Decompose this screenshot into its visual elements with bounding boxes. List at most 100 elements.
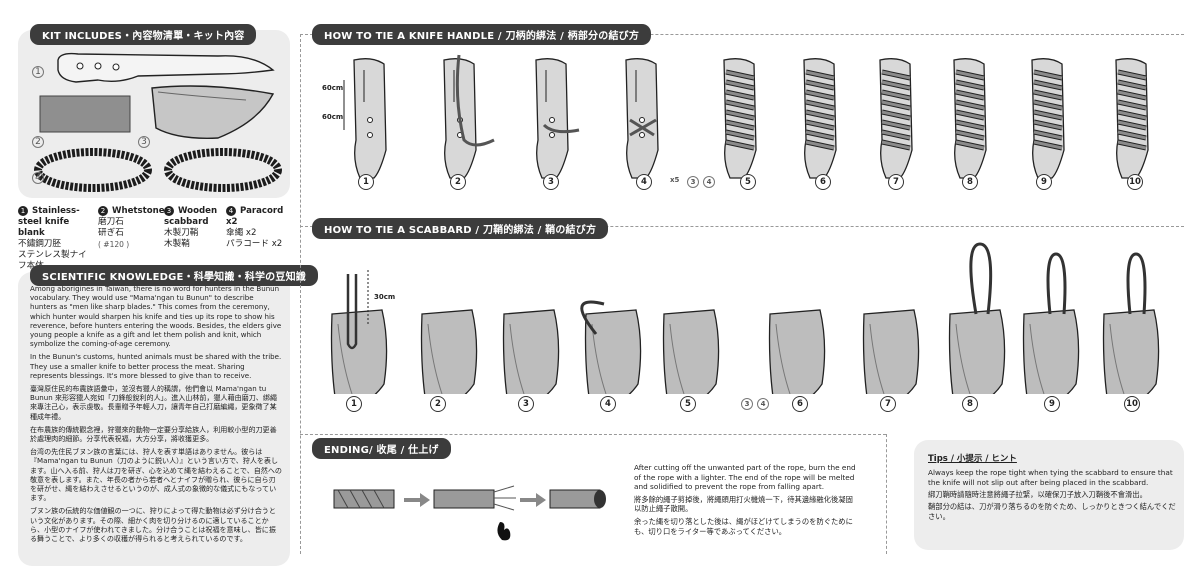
- scabbard-steps-illustration: [330, 242, 1160, 394]
- scabbard-step-number: 8: [962, 396, 978, 412]
- kit-number: 3: [138, 136, 150, 148]
- handle-step-graphic: [724, 59, 756, 178]
- repeat-label: x5: [670, 176, 680, 184]
- science-panel: Among aborigines in Taiwan, there is no …: [18, 272, 290, 566]
- item-name-zh: 傘繩 x2: [226, 228, 257, 238]
- kit-illustration: [34, 52, 282, 192]
- knife-blank-icon: [57, 52, 275, 83]
- item-number: 1: [18, 206, 28, 216]
- dimension-label: 30cm: [374, 293, 396, 301]
- scabbard-step-graphic: [502, 309, 560, 394]
- arrow-right-icon: [520, 493, 546, 507]
- item-number: 3: [164, 206, 174, 216]
- scabbard-icon: [151, 85, 275, 139]
- repeat-step-number: 3: [687, 176, 699, 188]
- item-name-en: Stainless-steel knife blank: [18, 206, 80, 238]
- ending-paragraph: 余った縄を切り落とした後は、縄がほどけてしまうのを防ぐためにも、切り口をライター…: [634, 516, 853, 536]
- scabbard-step-graphic: [584, 309, 642, 394]
- handle-step-graphic: [954, 59, 986, 178]
- handle-step-graphic: [880, 59, 912, 178]
- item-name-en: Whetstone: [112, 206, 165, 216]
- kit-number: 4: [32, 172, 44, 184]
- dimension-label: 60cm: [322, 84, 344, 92]
- tips-paragraph: Always keep the rope tight when tying th…: [928, 468, 1173, 487]
- divider: [886, 434, 887, 554]
- handle-step-number: 7: [888, 174, 904, 190]
- scabbard-step-number: 1: [346, 396, 362, 412]
- scabbard-header: HOW TO TIE A SCABBARD / 刀鞘的綁法 / 鞘の結び方: [312, 218, 609, 239]
- handle-step-graphic: [804, 59, 836, 178]
- tips-paragraph: 綁刀鞘時請隨時注意將繩子拉緊，以確保刀子放入刀鞘後不會滑出。: [928, 490, 1147, 499]
- divider: [300, 226, 1184, 227]
- kit-panel: 1 2 3 4: [18, 30, 290, 198]
- kit-number: 2: [32, 136, 44, 148]
- ending-illustration: [333, 485, 606, 541]
- repeat-step-number: 4: [703, 176, 715, 188]
- science-paragraph: Among aborigines in Taiwan, there is no …: [30, 284, 282, 349]
- kit-header: KIT INCLUDES・內容物清單・キット內容: [30, 24, 257, 45]
- dimension-label: 60cm: [322, 113, 344, 121]
- item-note: ( #120 ): [98, 240, 130, 249]
- scabbard-step-graphic: [330, 309, 388, 394]
- arrow-right-icon: [404, 493, 430, 507]
- scabbard-step-number: 7: [880, 396, 896, 412]
- divider: [300, 434, 886, 435]
- ending-header: ENDING/ 收尾 / 仕上げ: [312, 438, 451, 459]
- science-text: Among aborigines in Taiwan, there is no …: [30, 284, 282, 547]
- handle-header: HOW TO TIE A KNIFE HANDLE / 刀柄的綁法 / 柄部分の…: [312, 24, 652, 45]
- science-paragraph: ブヌン族の伝統的な価値観の一つに、狩りによって得た動物は必ず分け合うという文化が…: [30, 506, 276, 544]
- scabbard-step-number: 6: [792, 396, 808, 412]
- paracord-icon: [164, 148, 282, 192]
- repeat-step-number: 3: [741, 398, 753, 410]
- scabbard-step-graphic: [662, 309, 720, 394]
- divider: [300, 34, 301, 554]
- ending-paragraph: 將多餘的繩子剪掉後，將繩頭用打火機燒一下，待其邊緣融化後凝固以防止繩子散開。: [634, 494, 853, 514]
- science-paragraph: 在布農族的傳統觀念裡，狩獵來的動物一定要分享給族人，利用較小型的刀更善於處理肉的…: [30, 424, 277, 444]
- item-name-ja: ステンレス製ナイフ本体: [18, 250, 87, 271]
- tips-text: Always keep the rope tight when tying th…: [928, 468, 1176, 524]
- tips-title: Tips / 小提示 / ヒント: [928, 454, 1017, 464]
- science-paragraph: 臺灣原住民的布農族語彙中，並沒有獵人的稱謂，他們會以 Mama'ngan tu …: [30, 384, 277, 421]
- scabbard-step-number: 5: [680, 396, 696, 412]
- item-name-zh: 木製刀鞘: [164, 228, 199, 238]
- scabbard-step-graphic: [420, 309, 478, 394]
- handle-step-graphic: [625, 58, 659, 179]
- handle-steps-illustration: [343, 54, 1184, 200]
- handle-step-number: 9: [1036, 174, 1052, 190]
- item-number: 2: [98, 206, 108, 216]
- ending-text: After cutting off the unwanted part of t…: [634, 463, 856, 539]
- scabbard-step-graphic: [948, 309, 1006, 394]
- handle-step-number: 8: [962, 174, 978, 190]
- cord-cut-icon: [333, 489, 395, 509]
- science-paragraph: In the Bunun's customs, hunted animals m…: [30, 352, 282, 380]
- paracord-icon: [34, 148, 152, 192]
- handle-step-graphic: [1116, 59, 1148, 178]
- handle-step-number: 6: [815, 174, 831, 190]
- ending-paragraph: After cutting off the unwanted part of t…: [634, 463, 856, 492]
- item-name-ja: パラコード x2: [226, 239, 283, 249]
- item-name-en: Paracord x2: [226, 206, 284, 227]
- kit-item: 2 Whetstone 磨刀石 研ぎ石 ( #120 ): [98, 206, 170, 250]
- handle-step-number: 1: [358, 174, 374, 190]
- science-header: SCIENTIFIC KNOWLEDGE・科學知識・科学の豆知識: [30, 265, 318, 286]
- repeat-step-number: 4: [757, 398, 769, 410]
- item-name-ja: 研ぎ石: [98, 228, 124, 238]
- cord-burn-icon: [433, 485, 516, 541]
- handle-step-graphic: [1032, 59, 1064, 178]
- scabbard-step-graphic: [862, 309, 920, 394]
- scabbard-step-graphic: [1102, 309, 1160, 394]
- item-name-zh: 不鏽鋼刀胚: [18, 239, 61, 249]
- scabbard-step-number: 4: [600, 396, 616, 412]
- whetstone-icon: [39, 95, 131, 133]
- item-name-en: Wooden scabbard: [164, 206, 218, 227]
- kit-number: 1: [32, 66, 44, 78]
- scabbard-step-graphic: [1022, 309, 1080, 394]
- item-name-zh: 磨刀石: [98, 217, 124, 227]
- item-number: 4: [226, 206, 236, 216]
- scabbard-step-number: 9: [1044, 396, 1060, 412]
- handle-step-number: 5: [740, 174, 756, 190]
- scabbard-step-graphic: [768, 309, 826, 394]
